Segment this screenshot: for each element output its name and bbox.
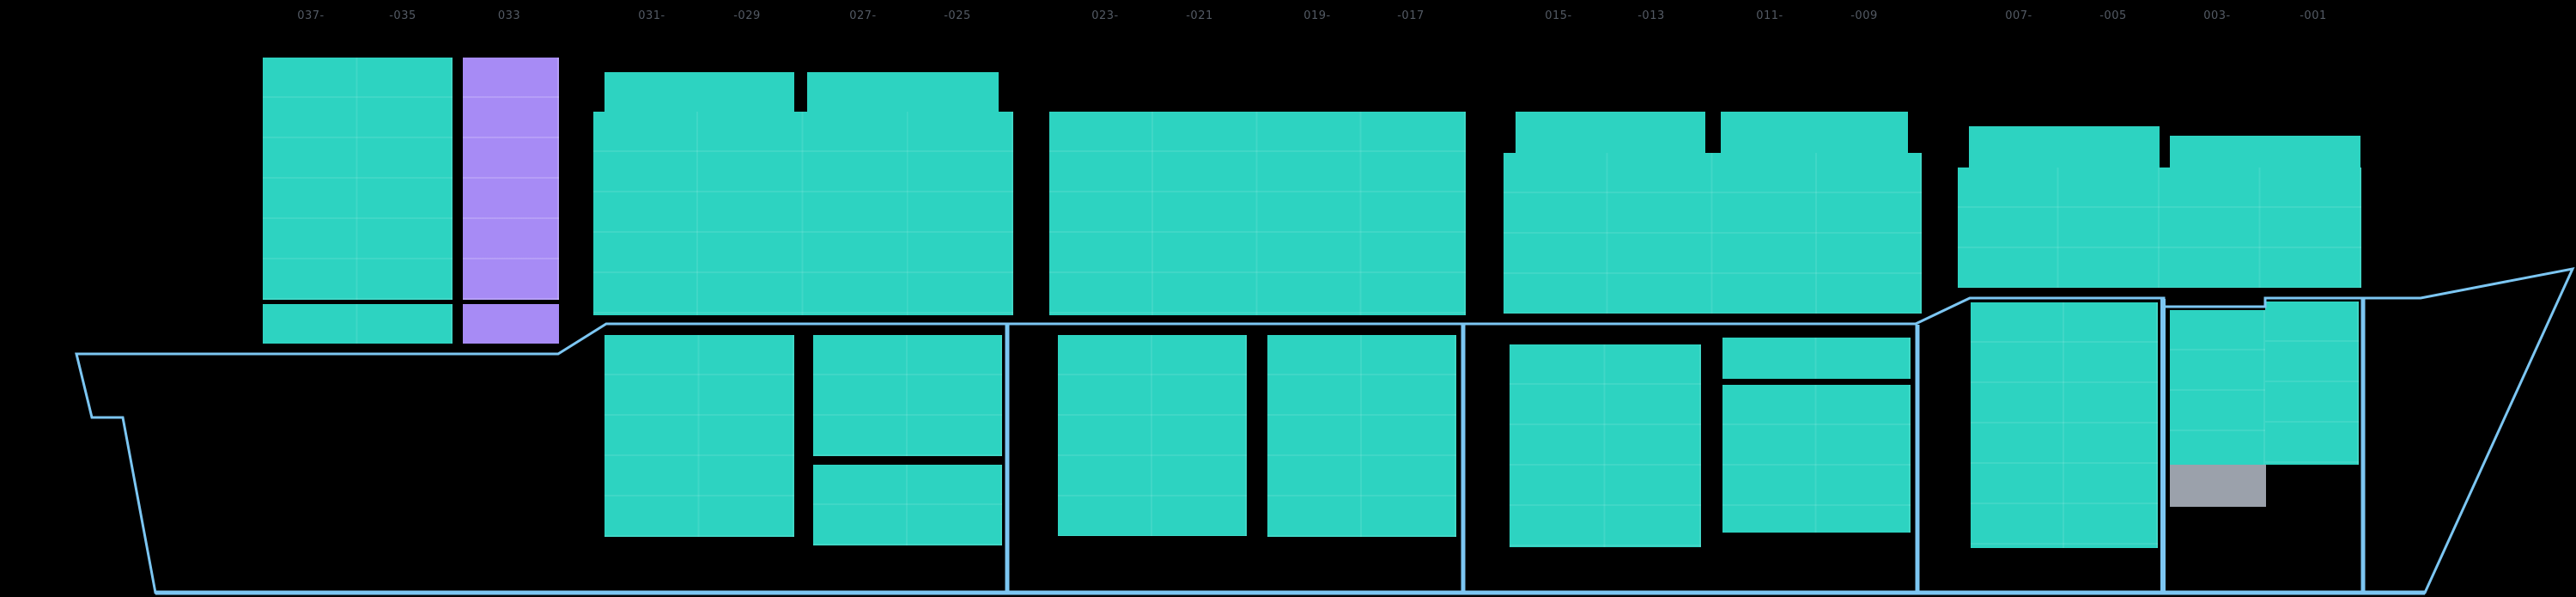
hold-block-011-009[interactable] xyxy=(1722,385,1911,533)
deck-stack-031-025[interactable] xyxy=(593,112,1013,315)
hold-block-023-021[interactable] xyxy=(1058,335,1247,536)
deck-stack-027-025-top-tier[interactable] xyxy=(807,72,999,113)
deck-stack-007-001[interactable] xyxy=(1958,168,2361,288)
bay-label-025: -025 xyxy=(944,9,971,22)
hatch-cover-037-035[interactable] xyxy=(263,304,453,344)
hold-block-011-009-top-tier[interactable] xyxy=(1722,338,1911,379)
deck-stack-023-017[interactable] xyxy=(1049,112,1466,315)
bay-label-033: 033 xyxy=(497,9,521,22)
bay-label-007: 007- xyxy=(2005,9,2032,22)
bay-label-011: 011- xyxy=(1756,9,1783,22)
bay-label-037: 037- xyxy=(297,9,325,22)
deck-stack-003-001-top-tier[interactable] xyxy=(2170,136,2360,169)
bay-label-013: -013 xyxy=(1637,9,1665,22)
bay-label-027: 027- xyxy=(849,9,877,22)
bay-label-001: -001 xyxy=(2300,9,2327,22)
bay-label-017: -017 xyxy=(1397,9,1425,22)
hatch-cover-033[interactable] xyxy=(463,304,559,344)
deck-stack-033[interactable] xyxy=(463,58,559,300)
deck-stack-011-009-top-tier[interactable] xyxy=(1721,112,1908,155)
deck-stack-037-035[interactable] xyxy=(263,58,453,300)
hold-block-027-025-lower[interactable] xyxy=(813,465,1002,545)
bay-label-029: -029 xyxy=(733,9,761,22)
hold-block-027-025-upper[interactable] xyxy=(813,335,1002,456)
hold-block-003-gray[interactable] xyxy=(2170,465,2266,507)
bay-label-035: -035 xyxy=(389,9,416,22)
hold-block-001[interactable] xyxy=(2265,302,2359,465)
bay-label-005: -005 xyxy=(2099,9,2127,22)
bay-label-015: 015- xyxy=(1545,9,1572,22)
hold-block-031-029[interactable] xyxy=(605,335,794,537)
deck-stack-015-009[interactable] xyxy=(1504,153,1922,314)
bay-label-003: 003- xyxy=(2203,9,2231,22)
deck-stack-015-013-top-tier[interactable] xyxy=(1516,112,1705,155)
deck-stack-007-005-top-tier[interactable] xyxy=(1969,126,2160,169)
hold-block-019-017[interactable] xyxy=(1267,335,1456,537)
bay-label-021: -021 xyxy=(1186,9,1213,22)
hold-block-007-005[interactable] xyxy=(1971,302,2158,548)
hold-block-015-013[interactable] xyxy=(1510,344,1701,547)
bay-label-009: -009 xyxy=(1850,9,1878,22)
bay-label-019: 019- xyxy=(1303,9,1331,22)
bay-label-031: 031- xyxy=(638,9,665,22)
deck-stack-031-029-top-tier[interactable] xyxy=(605,72,794,113)
hold-block-003[interactable] xyxy=(2170,310,2265,465)
bay-label-023: 023- xyxy=(1091,9,1119,22)
